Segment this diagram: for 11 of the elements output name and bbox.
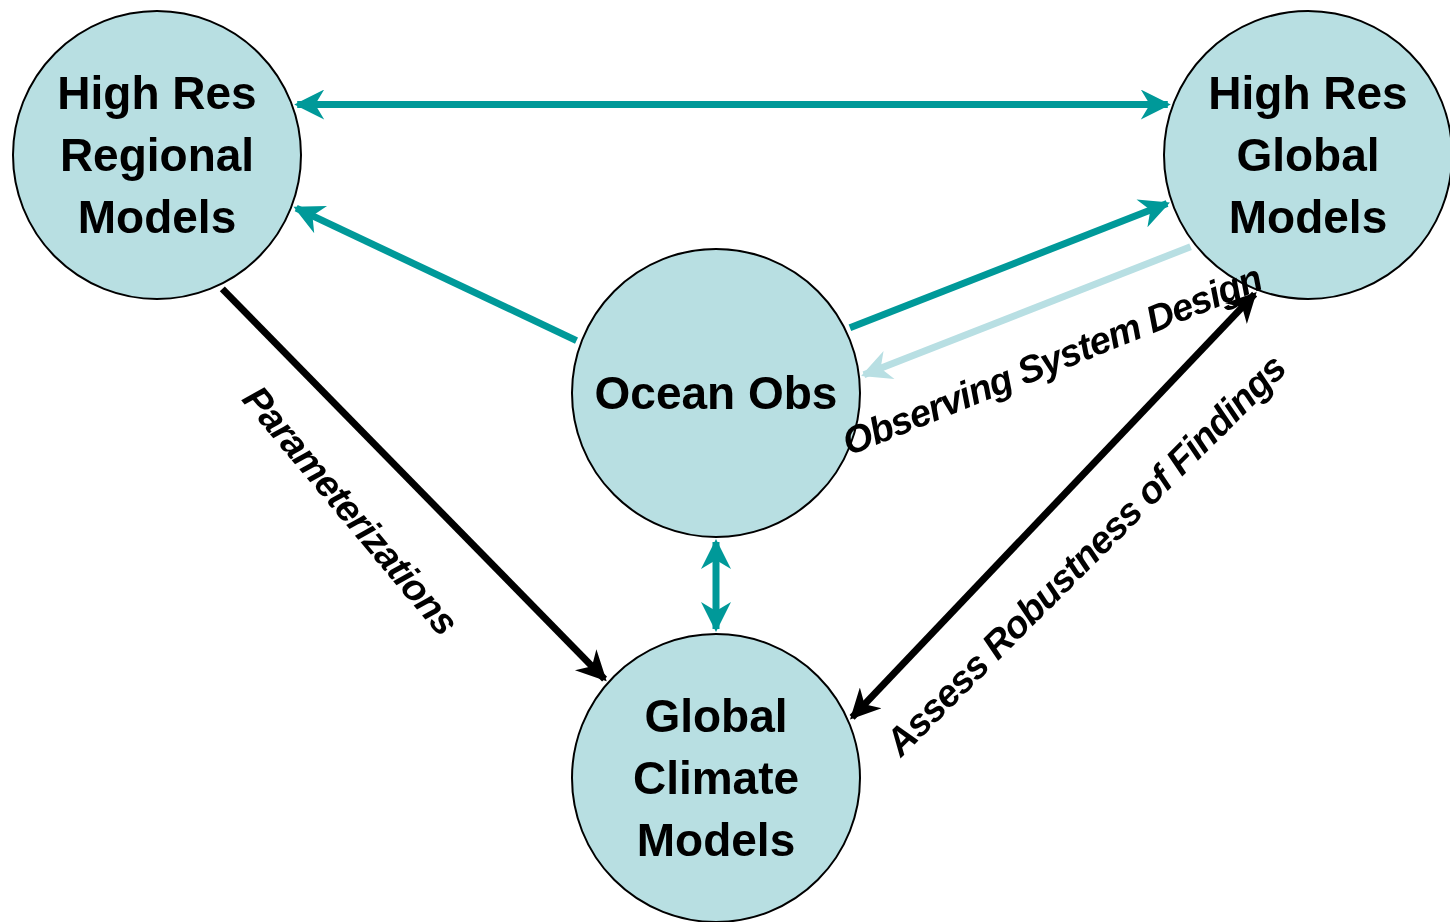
arrow: [294, 89, 1171, 120]
node-label: Ocean Obs: [594, 366, 838, 421]
node-label: High Res Global Models: [1207, 66, 1409, 245]
arrow: [848, 199, 1170, 331]
arrow: [219, 286, 608, 682]
arrow: [293, 205, 579, 344]
node-label: High Res Regional Models: [56, 66, 258, 245]
arrow: [701, 539, 731, 632]
node-label: Global Climate Models: [631, 689, 801, 868]
arrow: [861, 243, 1192, 379]
arrow: [849, 291, 1258, 720]
